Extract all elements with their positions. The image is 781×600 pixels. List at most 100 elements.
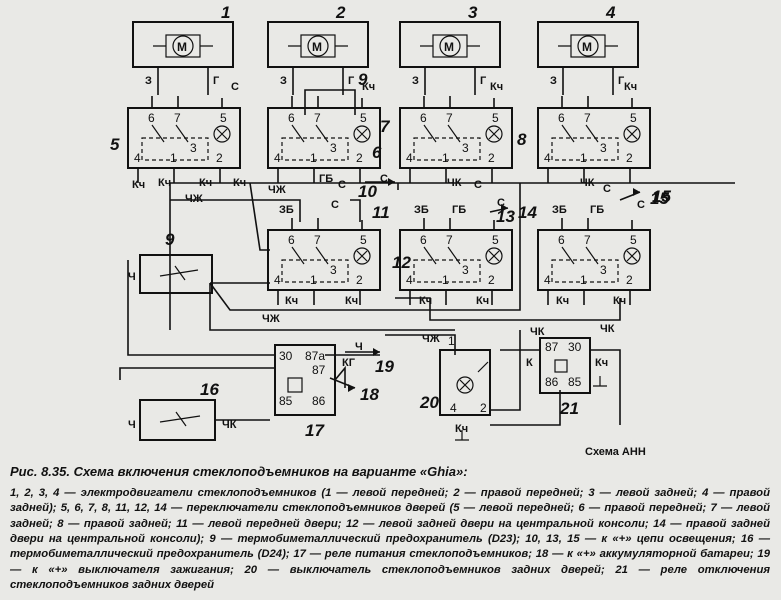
pin-label: 87а xyxy=(305,349,325,363)
wire-label-kch: Кч xyxy=(613,295,626,307)
motor-terminal-g: Г xyxy=(480,75,487,87)
motor-symbol: M xyxy=(582,40,592,54)
motor-icon xyxy=(577,35,599,57)
wire-label-kg: КГ xyxy=(342,357,356,369)
wire-label-k: К xyxy=(526,357,533,369)
wire-label-ch: Ч xyxy=(128,419,136,431)
wire-label-kch: Кч xyxy=(158,177,171,189)
arrowhead-icon xyxy=(633,188,640,196)
pin-label: 7 xyxy=(446,111,453,125)
pin-label: 3 xyxy=(600,141,607,155)
pin-label: 5 xyxy=(492,233,499,247)
wire-label-chzh: ЧЖ xyxy=(262,313,280,325)
component-number-17: 17 xyxy=(305,421,325,440)
component-number-10: 10 xyxy=(358,182,377,201)
relay-housing xyxy=(539,337,591,394)
pin-label: 6 xyxy=(420,111,427,125)
pin-label: 4 xyxy=(406,151,413,165)
component-number-5: 5 xyxy=(110,135,120,154)
motor-terminal-z: З xyxy=(280,75,287,87)
pin-label: 30 xyxy=(279,349,293,363)
component-number: 4 xyxy=(605,3,616,22)
lamp-icon xyxy=(213,125,231,143)
pin-label: 7 xyxy=(446,233,453,247)
bimetal-icon xyxy=(159,411,201,427)
pin-label: 6 xyxy=(558,111,565,125)
wire-label-gb: ГБ xyxy=(452,204,466,216)
component-number: 2 xyxy=(335,3,346,22)
pin-label: 1 xyxy=(442,273,449,287)
pin-label: 86 xyxy=(312,394,326,408)
arrowhead-icon xyxy=(348,384,355,392)
wire-label-kch: Кч xyxy=(556,295,569,307)
pin-label: 3 xyxy=(190,141,197,155)
wire-label-chk: ЧК xyxy=(580,177,595,189)
arrowhead-icon xyxy=(373,348,380,356)
pin-label: 5 xyxy=(630,111,637,125)
wire-label-kch: Кч xyxy=(455,423,468,435)
pin-label: 5 xyxy=(492,111,499,125)
pin-label: 85 xyxy=(279,394,293,408)
component-number-15: 15 xyxy=(652,187,671,206)
pin-label: 6 xyxy=(288,233,295,247)
wire-label-kch: Кч xyxy=(490,81,503,93)
pin-label: 87 xyxy=(312,363,326,377)
pin-label: 3 xyxy=(462,263,469,277)
pin-label: 2 xyxy=(488,273,495,287)
wire-label-chk: ЧК xyxy=(600,323,615,335)
pin-label: 6 xyxy=(558,233,565,247)
wire-label-kch: Кч xyxy=(624,81,637,93)
lamp-icon xyxy=(623,247,641,265)
wire-label-kch: Кч xyxy=(476,295,489,307)
switch-housing xyxy=(537,107,651,169)
motor-housing xyxy=(537,21,639,68)
pin-label: 2 xyxy=(488,151,495,165)
switch-housing xyxy=(537,229,651,291)
pin-label: 87 xyxy=(545,340,559,354)
ground-icon xyxy=(593,376,607,387)
lamp-icon xyxy=(456,376,474,394)
wire-label-s: С xyxy=(497,197,505,209)
motor-symbol: M xyxy=(177,40,187,54)
pin-label: 6 xyxy=(148,111,155,125)
wire-label-s: С xyxy=(603,183,611,195)
component-number: 1 xyxy=(221,3,230,22)
pin-label: 2 xyxy=(356,151,363,165)
switch-housing xyxy=(267,229,381,291)
component-number-18: 18 xyxy=(360,385,379,404)
pin-label: 85 xyxy=(568,375,582,389)
pin-label: 2 xyxy=(626,151,633,165)
diagram-credit: Схема АНН xyxy=(585,446,646,458)
figure-caption-legend: 1, 2, 3, 4 — электродвигатели стеклоподъ… xyxy=(10,487,770,592)
switch-housing xyxy=(127,107,241,169)
switch-housing xyxy=(267,107,381,169)
component-number-7: 7 xyxy=(380,117,391,136)
pin-label: 2 xyxy=(356,273,363,287)
wire-label-chzh: ЧЖ xyxy=(185,193,203,205)
motor-terminal-g: Г xyxy=(348,75,355,87)
wire-label-kch: Кч xyxy=(285,295,298,307)
wire-label-ch: Ч xyxy=(355,341,363,353)
pin-label: 7 xyxy=(584,233,591,247)
wire-label-zb: ЗБ xyxy=(414,204,429,216)
figure-caption-title: Рис. 8.35. Схема включения стеклоподъемн… xyxy=(10,464,468,479)
component-number-19: 19 xyxy=(375,357,394,376)
motor-icon xyxy=(172,35,194,57)
motor-icon xyxy=(439,35,461,57)
motor-housing xyxy=(267,21,369,68)
pin-label: 6 xyxy=(420,233,427,247)
component-number-11: 11 xyxy=(372,203,390,222)
pin-label: 5 xyxy=(630,233,637,247)
wire-label-s: С xyxy=(474,179,482,191)
pin-label: 4 xyxy=(544,151,551,165)
pin-label: 2 xyxy=(480,401,487,415)
wire-label-zb: ЗБ xyxy=(279,204,294,216)
component-number-9: 9 xyxy=(165,230,175,249)
